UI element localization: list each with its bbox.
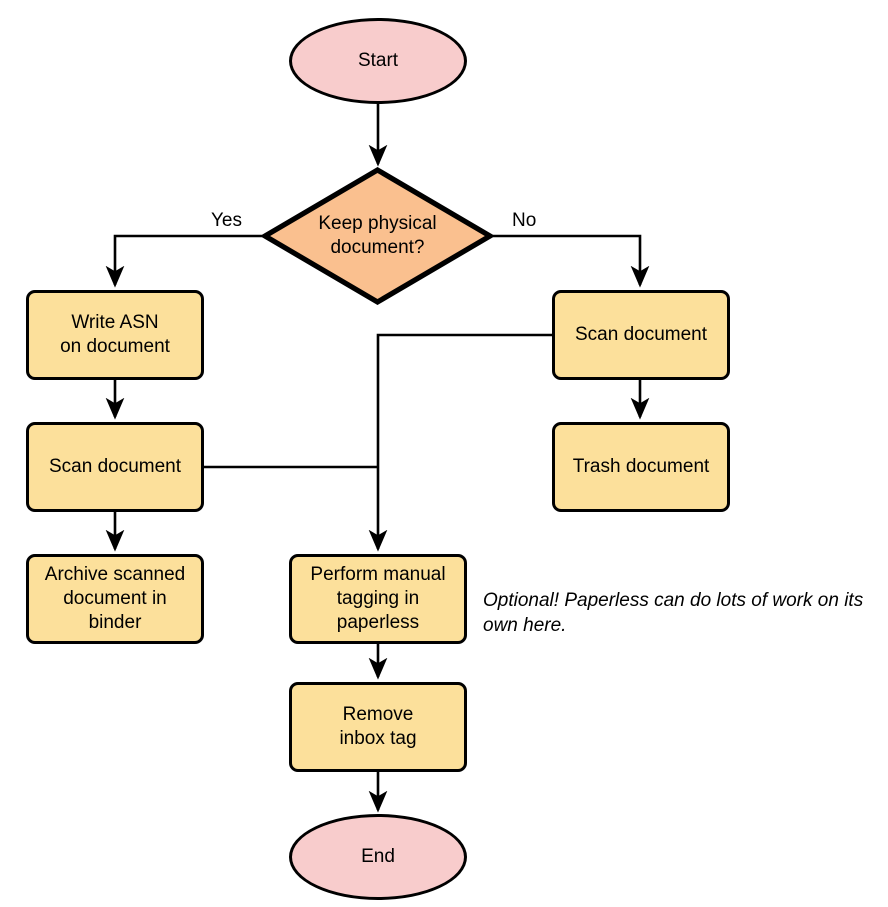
node-write-asn-on-document[interactable]: Write ASN on document — [26, 290, 204, 380]
node-scan-document-left-label: Scan document — [48, 455, 182, 477]
node-end[interactable]: End — [289, 814, 467, 900]
node-start-label: Start — [357, 49, 399, 71]
node-trash-document[interactable]: Trash document — [552, 422, 730, 512]
node-archive-scanned-document-in-binder[interactable]: Archive scanned document in binder — [26, 554, 204, 644]
edge-label-yes: Yes — [208, 210, 245, 232]
edge-decision-no-to-scan-right — [493, 234, 650, 288]
node-decision-keep-physical-document[interactable]: Keep physical document? — [262, 167, 493, 305]
edge-scan-right-to-manual-tagging — [368, 333, 552, 552]
node-archive-label: Archive scanned document in binder — [44, 563, 186, 634]
node-write-asn-label: Write ASN on document — [60, 311, 170, 357]
node-scan-document-left[interactable]: Scan document — [26, 422, 204, 512]
node-decision-label: Keep physical document? — [318, 212, 437, 258]
diamond-shape — [262, 167, 493, 305]
node-remove-inbox-tag-label: Remove inbox tag — [339, 703, 417, 749]
node-scan-document-right-label: Scan document — [574, 323, 708, 345]
node-perform-manual-tagging[interactable]: Perform manual tagging in paperless — [289, 554, 467, 644]
edge-label-no: No — [509, 210, 540, 232]
edge-decision-yes-to-write-asn — [105, 234, 262, 288]
node-trash-document-label: Trash document — [572, 455, 710, 477]
annotation-optional-note: Optional! Paperless can do lots of work … — [483, 590, 864, 637]
node-end-label: End — [361, 845, 395, 867]
node-start[interactable]: Start — [289, 18, 467, 104]
node-manual-tagging-label: Perform manual tagging in paperless — [310, 563, 446, 634]
node-scan-document-right[interactable]: Scan document — [552, 290, 730, 380]
node-remove-inbox-tag[interactable]: Remove inbox tag — [289, 682, 467, 772]
